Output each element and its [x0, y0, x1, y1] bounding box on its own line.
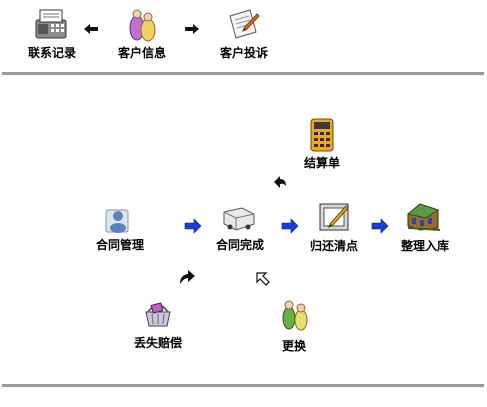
customer-info-label[interactable]: 客户信息: [117, 46, 167, 60]
return-check-label[interactable]: 归还清点: [309, 239, 359, 253]
curved-arrow-left-icon: [274, 176, 286, 188]
customer-complaint-label[interactable]: 客户投诉: [219, 46, 269, 60]
contract-complete-item[interactable]: [214, 204, 262, 238]
sort-storage-label[interactable]: 整理入库: [400, 239, 450, 253]
return-check-item[interactable]: [312, 200, 356, 238]
flow-arrow-icon: [371, 218, 389, 234]
contract-manage-item[interactable]: [98, 204, 142, 238]
replace-label[interactable]: 更换: [281, 339, 307, 353]
lost-compensation-label[interactable]: 丢失赔偿: [133, 336, 183, 350]
calculator-icon: [310, 118, 334, 152]
arrow-right-icon: [185, 24, 199, 34]
contract-complete-label[interactable]: 合同完成: [215, 238, 265, 252]
flow-arrow-icon: [281, 218, 299, 234]
document-edit-icon: [229, 9, 260, 39]
arrow-left-icon: [84, 24, 98, 34]
sort-storage-item[interactable]: [400, 200, 448, 238]
bottom-divider: [2, 384, 484, 387]
customer-complaint-item[interactable]: [212, 6, 276, 62]
contact-record-item[interactable]: [20, 6, 84, 62]
customer-info-item[interactable]: [110, 6, 174, 62]
warehouse-icon: [406, 203, 441, 231]
contact-record-label[interactable]: 联系记录: [27, 46, 77, 60]
settlement-item[interactable]: [300, 116, 344, 156]
replace-item[interactable]: [272, 298, 316, 336]
flow-arrow-icon: [184, 218, 202, 234]
outline-arrow-up-left-icon: [256, 272, 270, 286]
fax-machine-icon: [35, 9, 67, 39]
customers-icon: [129, 9, 156, 42]
lost-compensation-item[interactable]: [136, 298, 180, 334]
curved-arrow-up-right-icon: [180, 270, 195, 284]
checklist-icon: [319, 203, 349, 231]
contract-person-icon: [105, 209, 129, 233]
basket-icon: [145, 302, 171, 327]
settlement-label[interactable]: 结算单: [303, 156, 341, 170]
top-divider: [2, 72, 484, 75]
exchange-people-icon: [282, 300, 308, 331]
contract-manage-label[interactable]: 合同管理: [95, 238, 145, 252]
truck-icon: [223, 207, 255, 231]
